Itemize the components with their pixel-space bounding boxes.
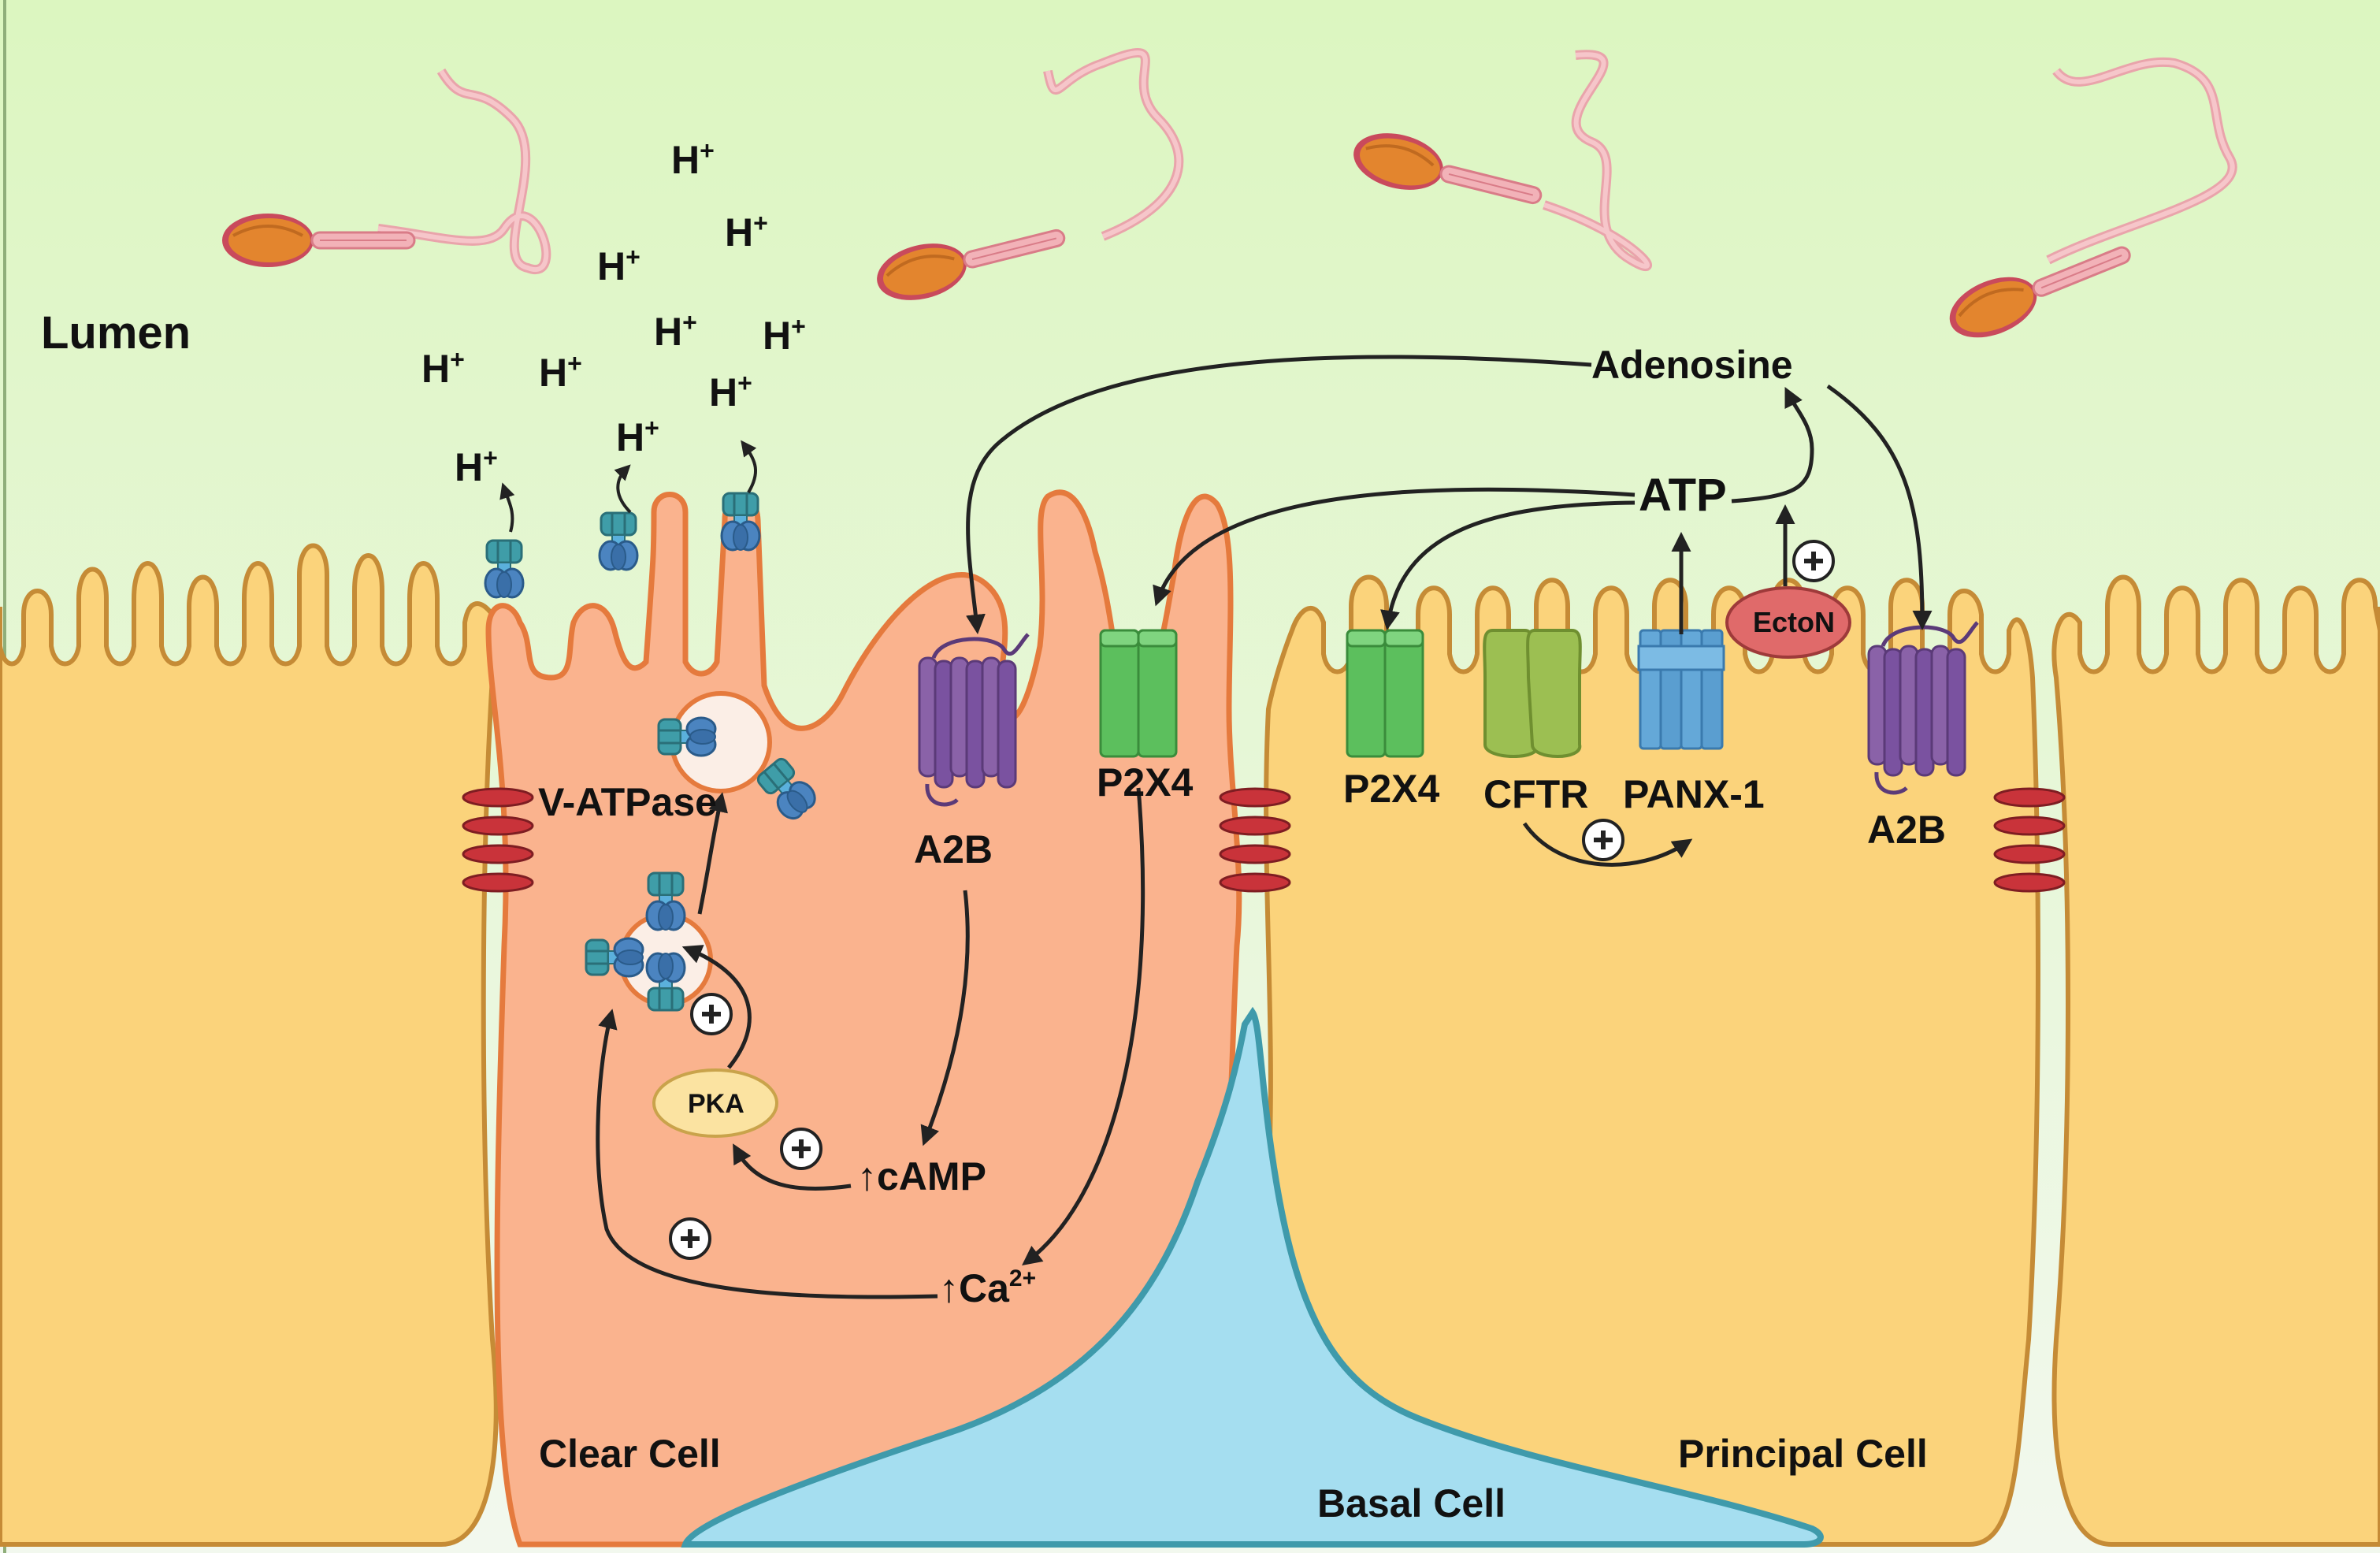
svg-text:H+: H+: [616, 414, 659, 459]
arrow-adenosine-to-a2b-principal: [1826, 384, 1933, 630]
p2x4-clear-label: P2X4: [1097, 760, 1194, 805]
p2x4-channel-clear: [1099, 629, 1178, 758]
principal-cell-label: Principal Cell: [1678, 1432, 1928, 1476]
arrow-p2x4-to-ca: [1022, 787, 1145, 1266]
sperm-3: [1346, 50, 1653, 271]
pka-bubble: [652, 1068, 778, 1138]
arrow-atp-to-adenosine: [1731, 387, 1814, 504]
arrow-h-out-2: [614, 464, 632, 514]
plus-ecton: [1794, 541, 1833, 581]
svg-text:H+: H+: [709, 369, 752, 414]
a2b-clear-label: A2B: [914, 827, 993, 871]
clear-cell-label: Clear Cell: [539, 1432, 721, 1476]
plus-camp: [782, 1129, 821, 1169]
svg-text:H+: H+: [654, 308, 697, 354]
ca-label: ↑Ca2+: [939, 1265, 1036, 1310]
basal-cell-label: Basal Cell: [1317, 1481, 1506, 1525]
arrow-atp-to-p2x4-principal: [1380, 500, 1636, 630]
p2x4-principal-label: P2X4: [1343, 767, 1440, 811]
svg-text:H+: H+: [763, 312, 806, 358]
left-epithelial-cell: [0, 543, 499, 1547]
p2x4-channel-principal: [1346, 629, 1424, 758]
svg-text:H+: H+: [421, 345, 465, 391]
pka-label: PKA: [688, 1089, 744, 1119]
arrow-atp-to-p2x4-clear: [1153, 487, 1636, 607]
arrow-a2b-to-camp: [920, 890, 970, 1146]
cftr-label: CFTR: [1483, 772, 1588, 816]
camp-label: ↑cAMP: [857, 1154, 986, 1198]
svg-text:H+: H+: [539, 349, 582, 395]
plus-ca: [670, 1219, 710, 1258]
svg-text:H+: H+: [597, 243, 640, 288]
svg-text:H+: H+: [455, 444, 498, 489]
principal-cell: [1255, 574, 2040, 1547]
arrow-cftr-to-panx1: [1522, 822, 1693, 867]
svg-text:H+: H+: [671, 136, 715, 182]
lumen-label: Lumen: [41, 307, 191, 359]
proton-labels: H+ H+ H+ H+ H+ H+ H+ H+ H+ H+: [421, 136, 806, 489]
adenosine-label: Adenosine: [1591, 343, 1793, 387]
right-epithelial-cell: [2051, 574, 2380, 1547]
arrow-vesicle-to-membrane: [697, 792, 728, 915]
arrow-pka-to-vesicle: [681, 945, 752, 1069]
arrow-adenosine-to-a2b-clear: [965, 355, 1592, 634]
cftr-channel: [1483, 629, 1582, 758]
ecton-label: EctoN: [1753, 606, 1835, 638]
sperm-1: [221, 68, 551, 275]
plus-cftr-panx: [1584, 820, 1623, 860]
plus-pka: [692, 994, 731, 1034]
arrow-camp-to-pka: [733, 1143, 852, 1191]
arrow-h-out-1: [499, 482, 515, 533]
panx1-label: PANX-1: [1623, 772, 1765, 816]
sperm-4: [1939, 57, 2237, 351]
basal-cell: [681, 1006, 1824, 1548]
ectonucleotidase: [1725, 586, 1851, 659]
panx1-channel: [1637, 629, 1725, 750]
svg-text:H+: H+: [725, 209, 768, 255]
a2b-principal-label: A2B: [1867, 808, 1946, 852]
v-atpase-label: V-ATPase: [538, 780, 717, 824]
arrow-ca-to-vesicle: [596, 1009, 938, 1299]
sperm-2: [869, 47, 1184, 311]
atp-label: ATP: [1639, 470, 1727, 521]
arrow-h-out-3: [741, 440, 758, 494]
